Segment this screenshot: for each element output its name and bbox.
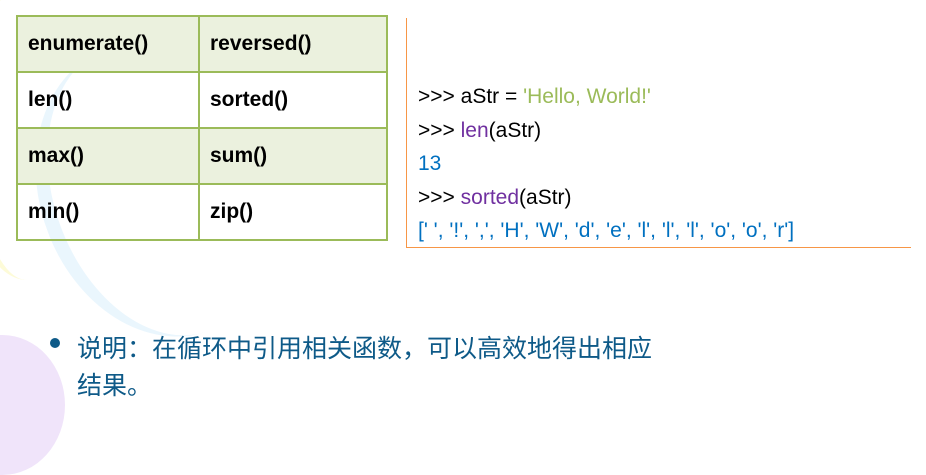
note-bullet: 说明：在循环中引用相关函数，可以高效地得出相应 结果。 <box>50 330 850 404</box>
table-row: len() sorted() <box>16 71 388 129</box>
bullet-icon <box>50 338 60 348</box>
code-text: aStr = <box>460 85 524 108</box>
prompt: >>> <box>418 185 461 209</box>
code-example-box: >>> aStr = 'Hello, World!'>>> len(aStr)1… <box>406 18 911 248</box>
table-cell: enumerate() <box>16 15 200 73</box>
table-row: max() sum() <box>16 127 388 185</box>
table-row: enumerate() reversed() <box>16 15 388 73</box>
code-line: >>> aStr = 'Hello, World!' <box>418 80 794 114</box>
prompt: >>> <box>418 85 461 108</box>
note-text-line1: 说明：在循环中引用相关函数，可以高效地得出相应 <box>77 334 653 363</box>
function-name: len <box>460 118 489 142</box>
builtin-functions-table: enumerate() reversed() len() sorted() ma… <box>16 15 388 241</box>
code-line: >>> sorted(aStr) <box>418 181 794 215</box>
table-row: min() zip() <box>16 183 388 241</box>
output-line: 13 <box>418 152 442 175</box>
table-cell: sum() <box>198 127 388 185</box>
table-cell: zip() <box>198 183 388 241</box>
code-lines: >>> aStr = 'Hello, World!'>>> len(aStr)1… <box>418 80 794 248</box>
code-text: (aStr) <box>488 118 542 142</box>
code-line: >>> len(aStr) <box>418 114 794 148</box>
table-cell: len() <box>16 71 200 129</box>
table-cell: max() <box>16 127 200 185</box>
output-line: [' ', '!', ',', 'H', 'W', 'd', 'e', 'l',… <box>418 219 795 242</box>
table-cell: reversed() <box>198 15 388 73</box>
function-name: sorted <box>460 185 520 209</box>
table-cell: sorted() <box>198 71 388 129</box>
prompt: >>> <box>418 118 461 142</box>
table-cell: min() <box>16 183 200 241</box>
note-text-line2: 结果。 <box>77 371 153 400</box>
string-literal: 'Hello, World!' <box>523 85 651 108</box>
code-text: (aStr) <box>519 185 572 209</box>
